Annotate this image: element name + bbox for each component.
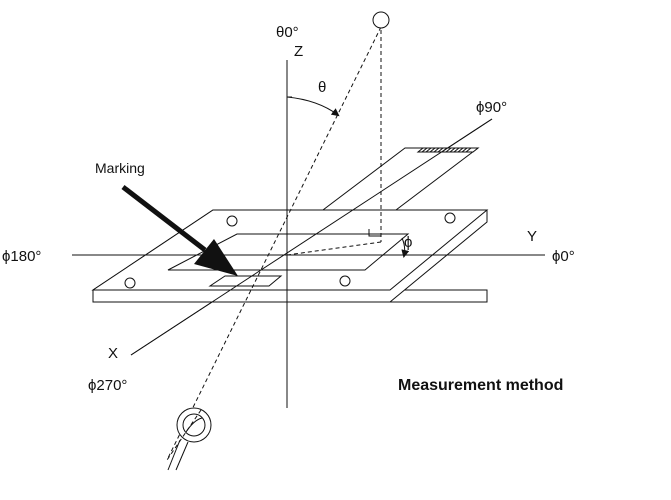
- z-axis-label: Z: [294, 43, 303, 60]
- phi270-label: ϕ270°: [88, 377, 127, 394]
- phi-arc: [401, 237, 410, 258]
- phi0-label: ϕ0°: [552, 248, 575, 265]
- right-angle-mark: [368, 229, 381, 237]
- y-axis-label: Y: [527, 228, 537, 245]
- mount-hole: [124, 277, 136, 289]
- phi180-label: ϕ180°: [2, 248, 41, 265]
- marking-rect: [208, 275, 283, 287]
- cable-connector: [416, 147, 480, 153]
- plane-projection: [286, 241, 382, 256]
- mount-hole: [444, 212, 456, 224]
- x-axis-label: X: [108, 345, 118, 362]
- theta-label: θ: [318, 79, 326, 96]
- incident-ray: [166, 26, 382, 461]
- marking-arrow-icon: [121, 185, 238, 276]
- detector-icon: [167, 407, 212, 471]
- phi-label: ϕ: [404, 234, 412, 251]
- mount-hole: [226, 215, 238, 227]
- lcd-panel: [91, 209, 489, 303]
- light-source-icon: [372, 11, 390, 29]
- theta0-label: θ0°: [276, 24, 299, 41]
- theta-arc: [286, 96, 340, 117]
- mount-hole: [339, 275, 351, 287]
- phi90-label: ϕ90°: [476, 99, 507, 116]
- diagram-title: Measurement method: [398, 377, 563, 394]
- marking-label: Marking: [95, 160, 145, 176]
